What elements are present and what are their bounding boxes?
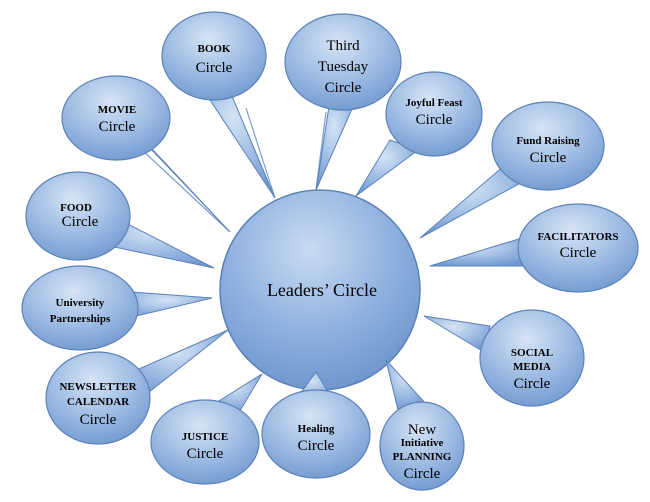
node-new-initiative-line2: Initiative [401, 437, 444, 449]
bubble [479, 309, 585, 407]
node-university: University Partnerships [21, 265, 213, 351]
node-social-media-line3: Circle [514, 376, 551, 392]
node-fund-raising-line2: Circle [530, 150, 567, 166]
node-newsletter-line2: CALENDAR [67, 396, 130, 408]
bubble-tail [423, 315, 491, 353]
bubble [379, 401, 465, 491]
node-food-line1: FOOD [60, 202, 92, 214]
node-justice: JUSTICE Circle [150, 373, 263, 485]
node-third-tuesday-line2: Tuesday [318, 59, 369, 75]
node-newsletter-line1: NEWSLETTER [59, 381, 137, 393]
node-new-initiative-line1: New [408, 422, 436, 438]
node-book-line2: Circle [196, 60, 233, 76]
connector-book [245, 107, 276, 199]
node-university-line1: University [56, 297, 105, 309]
bubble [45, 351, 151, 445]
node-social-media-line1: SOCIAL [511, 347, 553, 359]
bubble [25, 171, 131, 261]
node-university-line2: Partnerships [50, 313, 111, 325]
node-justice-line2: Circle [187, 446, 224, 462]
bubble [261, 389, 371, 479]
bubble [21, 265, 139, 351]
bubble [385, 71, 483, 157]
node-newsletter-line3: Circle [80, 412, 117, 428]
node-new-initiative-line3: PLANNING [393, 451, 452, 463]
node-facilitators-line1: FACILITATORS [537, 231, 618, 243]
node-movie: MOVIE Circle [61, 75, 231, 233]
node-facilitators-line2: Circle [560, 245, 597, 261]
bubble [491, 101, 605, 191]
node-joyful-feast-line2: Circle [416, 112, 453, 128]
node-food: FOOD Circle [25, 171, 215, 269]
node-healing-line2: Circle [298, 438, 335, 454]
bubble [517, 203, 639, 293]
node-movie-line2: Circle [99, 119, 136, 135]
node-newsletter: NEWSLETTER CALENDAR Circle [45, 329, 229, 445]
node-joyful-feast: Joyful Feast Circle [355, 71, 483, 197]
center-label: Leaders’ Circle [267, 280, 377, 300]
bubble [161, 11, 267, 101]
node-fund-raising-line1: Fund Raising [516, 135, 580, 147]
node-joyful-feast-line1: Joyful Feast [405, 97, 462, 109]
node-third-tuesday-line3: Circle [325, 80, 362, 96]
node-facilitators: FACILITATORS Circle [429, 203, 639, 293]
node-new-initiative: New Initiative PLANNING Circle [379, 359, 465, 491]
bubble [61, 75, 171, 161]
node-new-initiative-line4: Circle [404, 466, 441, 482]
node-social-media: SOCIAL MEDIA Circle [423, 309, 585, 407]
node-book: BOOK Circle [161, 11, 276, 199]
node-third-tuesday-line1: Third [326, 38, 360, 54]
node-fund-raising: Fund Raising Circle [419, 101, 605, 239]
node-healing: Healing Circle [261, 371, 371, 479]
bubble-tail [429, 237, 527, 267]
bubble [150, 399, 260, 485]
connector-movie [139, 147, 231, 233]
node-social-media-line2: MEDIA [513, 361, 551, 373]
center-node: Leaders’ Circle [219, 189, 421, 391]
node-justice-line1: JUSTICE [182, 431, 228, 443]
node-healing-line1: Healing [298, 423, 335, 435]
node-food-line2: Circle [62, 214, 99, 230]
bubble [284, 13, 402, 111]
bubble-tail [127, 291, 213, 319]
node-book-line1: BOOK [197, 43, 230, 55]
node-third-tuesday: Third Tuesday Circle [284, 13, 402, 191]
node-movie-line1: MOVIE [98, 104, 137, 116]
